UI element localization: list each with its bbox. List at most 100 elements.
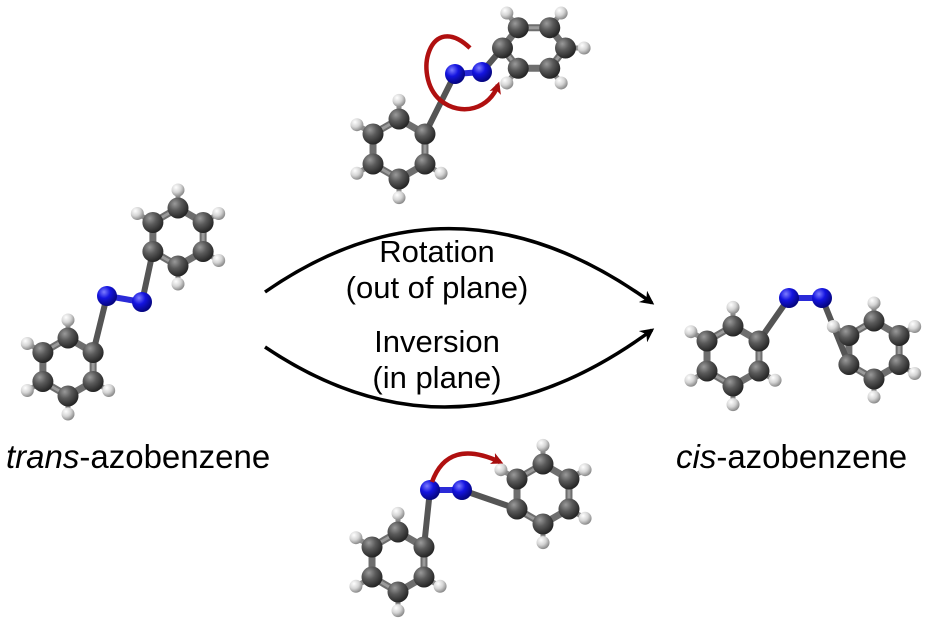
carbon-atom	[413, 536, 435, 558]
cis-azobenzene-molecule	[684, 288, 922, 412]
carbon-atom	[863, 368, 885, 390]
carbon-atom	[506, 498, 528, 520]
carbon-atom	[722, 315, 744, 337]
inversion-label-line1: Inversion	[374, 324, 500, 359]
inversion-label: Inversion (in plane)	[330, 324, 544, 395]
carbon-atom	[555, 37, 576, 59]
hydrogen-atom	[20, 337, 34, 351]
hydrogen-atom	[212, 207, 226, 221]
hydrogen-atom	[434, 166, 448, 180]
carbon-atom	[838, 325, 860, 346]
rotation-label: Rotation (out of plane)	[330, 234, 544, 305]
carbon-atom	[387, 581, 409, 603]
carbon-atom	[362, 153, 384, 175]
hydrogen-atom	[684, 325, 698, 339]
carbon-atom	[539, 57, 561, 79]
hydrogen-atom	[684, 373, 698, 387]
hydrogen-atom	[768, 373, 782, 387]
inversion-label-line2: (in plane)	[372, 359, 502, 395]
hydrogen-atom	[20, 383, 34, 397]
cis-azobenzene-label: cis-azobenzene	[676, 440, 907, 473]
hydrogen-atom	[494, 463, 508, 477]
hydrogen-atom	[102, 383, 116, 397]
carbon-atom	[388, 108, 410, 130]
hydrogen-atom	[578, 463, 592, 477]
rotation-label-line1: Rotation	[379, 234, 495, 269]
carbon-atom	[32, 371, 54, 392]
carbon-atom	[888, 354, 910, 375]
hydrogen-atom	[212, 253, 226, 267]
carbon-atom	[838, 354, 860, 375]
carbon-atom	[361, 566, 383, 588]
inversion-intermediate-molecule	[349, 438, 592, 618]
carbon-atom	[142, 241, 164, 262]
hydrogen-atom	[500, 76, 514, 90]
hydrogen-atom	[578, 511, 592, 525]
hydrogen-atom	[826, 320, 840, 334]
carbon-atom	[492, 37, 513, 59]
hydrogen-atom	[536, 438, 550, 452]
rotation-intermediate-molecule	[350, 6, 591, 205]
hydrogen-atom	[130, 207, 144, 221]
hydrogen-atom	[171, 277, 185, 291]
hydrogen-atom	[908, 366, 922, 380]
carbon-atom	[414, 123, 436, 145]
carbon-atom	[888, 325, 910, 346]
cis-suffix: -azobenzene	[716, 438, 908, 475]
carbon-atom	[507, 57, 529, 79]
rotation-arrow	[264, 227, 655, 305]
carbon-atom	[696, 330, 718, 352]
hydrogen-atom	[908, 320, 922, 334]
hydrogen-atom	[392, 93, 406, 107]
carbon-atom	[361, 536, 383, 558]
carbon-atom	[558, 498, 580, 520]
carbon-atom	[722, 375, 744, 397]
carbon-atom	[558, 468, 580, 490]
carbon-atom	[863, 310, 885, 332]
carbon-atom	[82, 371, 104, 392]
carbon-atom	[539, 17, 561, 39]
hydrogen-atom	[867, 296, 881, 310]
carbon-atom	[57, 385, 79, 407]
hydrogen-atom	[500, 6, 514, 20]
carbon-atom	[748, 360, 770, 382]
carbon-atom	[32, 342, 54, 363]
nitrogen-atom	[779, 288, 799, 308]
trans-prefix: trans	[6, 438, 80, 475]
hydrogen-atom	[726, 300, 740, 314]
carbon-atom	[142, 212, 164, 233]
carbon-atom	[507, 17, 529, 39]
nitrogen-atom	[445, 64, 465, 84]
carbon-atom	[192, 212, 214, 233]
trans-azobenzene-molecule	[20, 183, 226, 421]
nitrogen-atom	[452, 480, 472, 500]
nitrogen-atom	[97, 286, 117, 306]
nitrogen-atom	[420, 480, 440, 500]
carbon-atom	[506, 468, 528, 490]
hydrogen-atom	[726, 398, 740, 412]
hydrogen-atom	[61, 313, 75, 327]
carbon-atom	[57, 327, 79, 349]
carbon-atom	[387, 521, 409, 543]
carbon-atom	[696, 360, 718, 382]
rotation-label-line2: (out of plane)	[345, 269, 529, 305]
nitrogen-atom	[812, 288, 832, 308]
carbon-atom	[82, 342, 104, 363]
carbon-atom	[167, 197, 189, 219]
trans-suffix: -azobenzene	[79, 438, 271, 475]
hydrogen-atom	[349, 579, 363, 593]
hydrogen-atom	[61, 407, 75, 421]
carbon-atom	[414, 153, 436, 175]
hydrogen-atom	[536, 536, 550, 550]
carbon-atom	[532, 513, 554, 535]
hydrogen-atom	[350, 118, 364, 132]
trans-azobenzene-label: trans-azobenzene	[6, 440, 270, 473]
hydrogen-atom	[554, 6, 568, 20]
inversion-arrow	[264, 328, 655, 409]
hydrogen-atom	[554, 76, 568, 90]
hydrogen-atom	[577, 41, 591, 55]
hydrogen-atom	[171, 183, 185, 197]
hydrogen-atom	[350, 166, 364, 180]
carbon-atom	[167, 255, 189, 277]
